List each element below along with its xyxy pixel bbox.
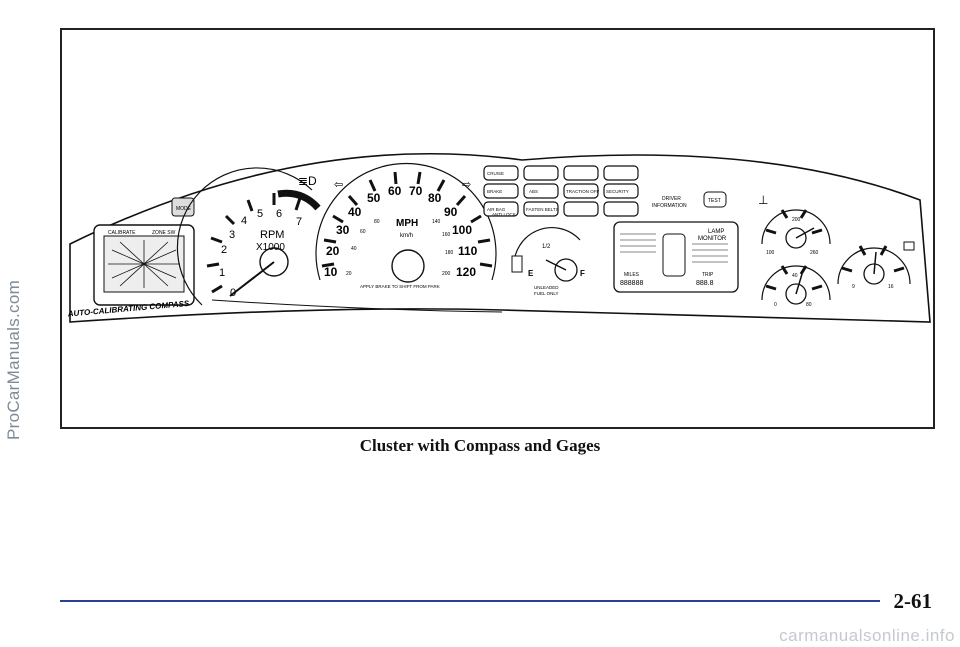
temp-low-label: 100	[766, 250, 775, 256]
speedo-tick-30: 30	[336, 223, 350, 237]
temp-mid-label: 200	[792, 217, 801, 223]
cluster-illustration: CALIBRATE ZONE SW MODE AUTO-CALIBRATING …	[66, 153, 931, 323]
tach-tick-7: 7	[296, 216, 302, 228]
speedo-kmh-40: 40	[351, 246, 357, 252]
oil-low-label: 0	[774, 302, 777, 308]
shift-warning-text: APPLY BRAKE TO SHIFT FROM PARK	[360, 284, 440, 289]
lamp-monitor-title: LAMP	[708, 229, 724, 235]
compass-calibrate-label: CALIBRATE	[108, 230, 136, 236]
tach-tick-3: 3	[229, 229, 235, 241]
tach-tick-0: 0	[230, 287, 236, 299]
left-turn-arrow-icon: ⇦	[334, 179, 343, 191]
fuel-half-label: 1/2	[542, 244, 551, 250]
driver-info-label-2: INFORMATION	[652, 203, 687, 209]
tach-tick-2: 2	[221, 244, 227, 256]
speedo-kmh-80: 80	[374, 219, 380, 225]
headlamp-icon: ≣D	[298, 174, 317, 188]
fuel-gauge: 1/2 E F UNLEADED FUEL ONLY	[511, 227, 585, 296]
miles-label: MILES	[624, 272, 640, 278]
temp-high-label: 260	[810, 250, 819, 256]
oil-mid-label: 40	[792, 273, 798, 279]
footer-watermark: carmanualsonline.info	[779, 626, 955, 645]
coolant-temperature-gauge: 100 260 200 ⊥	[758, 193, 831, 256]
tachometer: 0 1 2 3 4 5 6 7 RPM X1000 ≣D	[176, 167, 321, 306]
speedo-kmh-180: 180	[445, 250, 454, 256]
compass-mode-button: MODE	[176, 206, 192, 212]
figure-caption: Cluster with Compass and Gages	[359, 436, 601, 455]
speedo-kmh-160: 160	[442, 232, 451, 238]
compass-display: CALIBRATE ZONE SW MODE AUTO-CALIBRATING …	[66, 197, 195, 319]
compass-zone-label: ZONE SW	[152, 230, 176, 236]
speedo-tick-60: 60	[388, 184, 402, 198]
speedo-mph-label: MPH	[396, 218, 418, 229]
tach-tick-1: 1	[219, 267, 225, 279]
fuel-pump-icon	[511, 255, 523, 273]
driver-info-label: DRIVER	[662, 196, 681, 202]
speedo-kmh-label: km/h	[400, 233, 413, 239]
indicator-lamps	[483, 165, 639, 217]
speedo-tick-40: 40	[348, 205, 362, 219]
right-turn-arrow-icon: ⇨	[462, 179, 471, 191]
lamp-monitor-panel: LAMP MONITOR MILES TRIP 888888 888.8	[613, 221, 739, 293]
driver-information-button: DRIVER INFORMATION TEST	[652, 191, 727, 209]
security-indicator: SECURITY	[606, 189, 629, 194]
tach-rpm-label: RPM	[260, 229, 284, 241]
trip-odometer-display: 888.8	[696, 280, 714, 287]
fasten-belts-indicator: FASTEN BELTS	[526, 207, 559, 212]
cruise-indicator: CRUISE	[487, 171, 504, 176]
fuel-full-label: F	[580, 269, 585, 278]
test-button: TEST	[708, 198, 721, 204]
fuel-only-label: FUEL ONLY	[534, 291, 559, 296]
speedo-tick-50: 50	[367, 191, 381, 205]
trip-label: TRIP	[702, 272, 714, 278]
fuel-empty-label: E	[528, 269, 534, 278]
speedo-kmh-140: 140	[432, 219, 441, 225]
tach-tick-5: 5	[257, 208, 263, 220]
unleaded-label: UNLEADED	[534, 285, 559, 290]
speedo-kmh-200: 200	[442, 271, 451, 277]
speedo-tick-10: 10	[324, 265, 338, 279]
abs-indicator: ABS	[529, 189, 538, 194]
odometer-display: 888888	[620, 280, 643, 287]
oil-high-label: 80	[806, 302, 812, 308]
page-number: 2-61	[893, 589, 933, 613]
battery-icon	[903, 241, 915, 251]
speedo-tick-20: 20	[326, 244, 340, 258]
tach-scale-label: X1000	[256, 242, 285, 253]
page-rule	[60, 600, 880, 602]
speedo-tick-110: 110	[458, 244, 478, 258]
temperature-icon: ⊥	[758, 193, 768, 207]
speedometer: 10 20 30 40 50 60 70 80 90 100 110 120 M…	[315, 162, 497, 289]
traction-off-indicator: TRACTION OFF	[566, 189, 599, 194]
speedo-tick-90: 90	[444, 205, 458, 219]
instrument-cluster-figure: CALIBRATE ZONE SW MODE AUTO-CALIBRATING …	[60, 28, 935, 429]
airbag-indicator: AIR BAG	[487, 207, 506, 212]
volts-low-label: 9	[852, 284, 855, 290]
tach-tick-6: 6	[276, 208, 282, 220]
speedo-tick-120: 120	[456, 265, 476, 279]
speedo-kmh-60: 60	[360, 229, 366, 235]
speedo-tick-80: 80	[428, 191, 442, 205]
tach-tick-4: 4	[241, 215, 247, 227]
speedo-tick-100: 100	[452, 223, 472, 237]
speedo-tick-70: 70	[409, 184, 423, 198]
speedo-kmh-20: 20	[346, 271, 352, 277]
voltmeter-gauge: 9 16	[837, 241, 915, 290]
volts-high-label: 16	[888, 284, 894, 290]
side-watermark: ProCarManuals.com	[4, 279, 23, 440]
brake-indicator: BRAKE	[487, 189, 502, 194]
anti-lock-indicator: ANTI LOCK	[492, 212, 516, 217]
lamp-monitor-subtitle: MONITOR	[698, 236, 727, 242]
oil-pressure-gauge: 0 80 40	[761, 265, 831, 308]
